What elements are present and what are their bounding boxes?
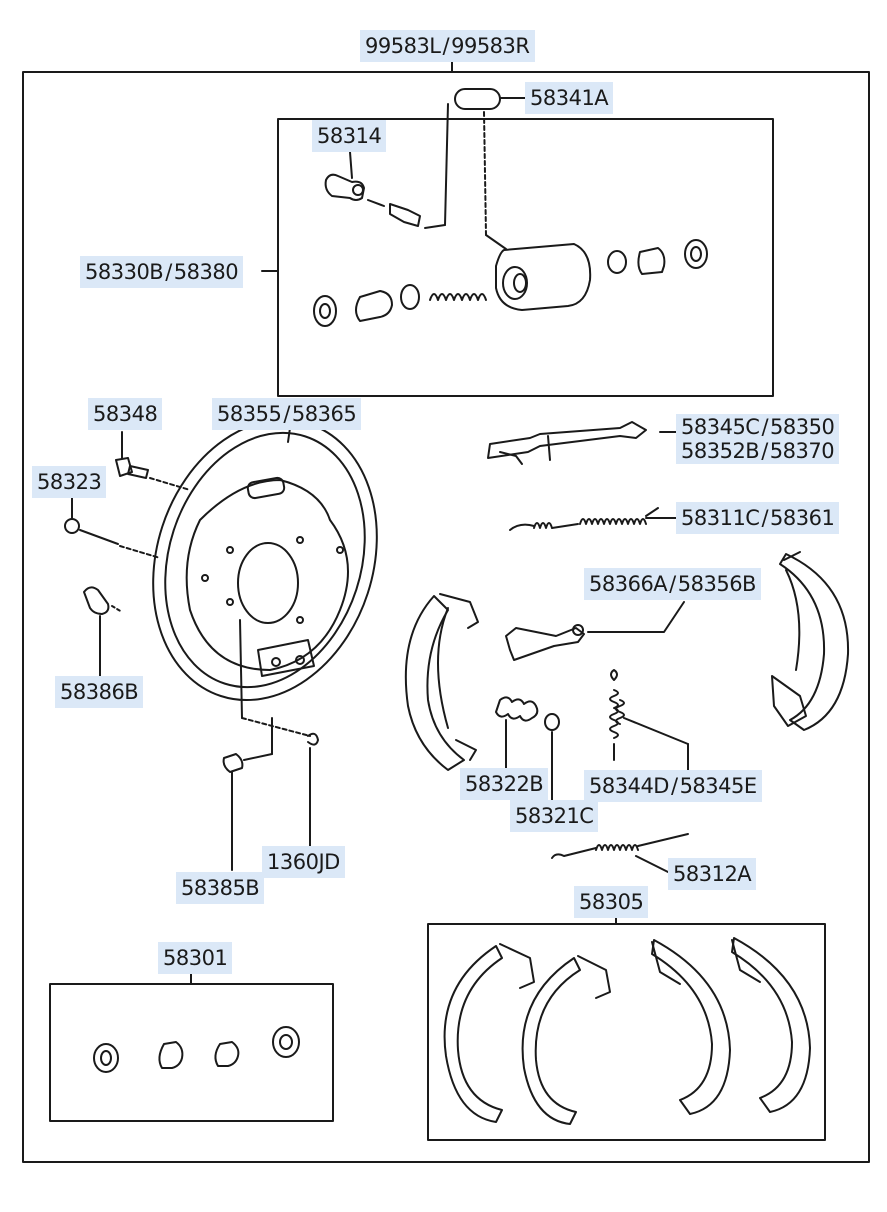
clip-part (307, 732, 319, 847)
retainer-cup-label: 58321C (510, 800, 599, 832)
backing-plate-part (152, 418, 378, 737)
clip-label: 1360JD (262, 846, 345, 878)
wheel-cylinder-kit-label: 58330B/58380 (80, 256, 244, 288)
shoe-kit-label: 58305 (574, 886, 649, 918)
assembly-label-left: 99583L (365, 34, 441, 58)
adjuster-label-2: 58352B/58370 (676, 438, 840, 464)
wheel-cylinder-cap-label: 58341A (525, 82, 614, 114)
upper-spring-part (509, 507, 677, 531)
lower-spring-label: 58312A (668, 858, 757, 890)
bolt-label: 58348 (88, 398, 163, 430)
adjuster-label-1: 58345C/58350 (676, 414, 840, 440)
pin-label: 58323 (32, 466, 107, 498)
plug-part (222, 717, 273, 871)
wheel-cylinder-frame (277, 118, 774, 397)
assembly-frame (22, 71, 870, 1163)
repair-kit-label: 58301 (158, 942, 233, 974)
pin-part (64, 495, 161, 559)
bleeder-label: 58314 (312, 120, 387, 152)
grommet-part (83, 586, 123, 677)
wheel-cylinder-part (261, 234, 708, 327)
hold-spring-label: 58322B (460, 768, 549, 800)
return-spring-label: 58344D/58345E (584, 770, 762, 802)
lever-label: 58366A/58356B (584, 568, 761, 600)
hold-spring-part (495, 696, 560, 801)
shoe-kit-parts (443, 937, 811, 1125)
bolt-part (115, 431, 191, 491)
left-shoe-part (404, 593, 479, 771)
lever-part (505, 601, 685, 661)
plug-label: 58385B (176, 872, 265, 904)
repair-kit-parts (93, 1026, 300, 1073)
backing-plate-label: 58355/58365 (212, 398, 362, 430)
shoe-kit-frame (427, 923, 826, 1141)
assembly-label: 99583L/99583R (360, 30, 535, 62)
cylinder-cap-part (424, 88, 526, 236)
bleeder-part (324, 151, 421, 227)
lower-spring-part (551, 833, 689, 873)
right-shoe-part (771, 551, 850, 731)
assembly-label-right: 99583R (451, 34, 530, 58)
upper-spring-label: 58311C/58361 (676, 502, 840, 534)
adjuster-part (487, 421, 677, 465)
grommet-label: 58386B (55, 676, 144, 708)
repair-kit-frame (49, 983, 334, 1122)
return-spring-part (609, 669, 689, 771)
